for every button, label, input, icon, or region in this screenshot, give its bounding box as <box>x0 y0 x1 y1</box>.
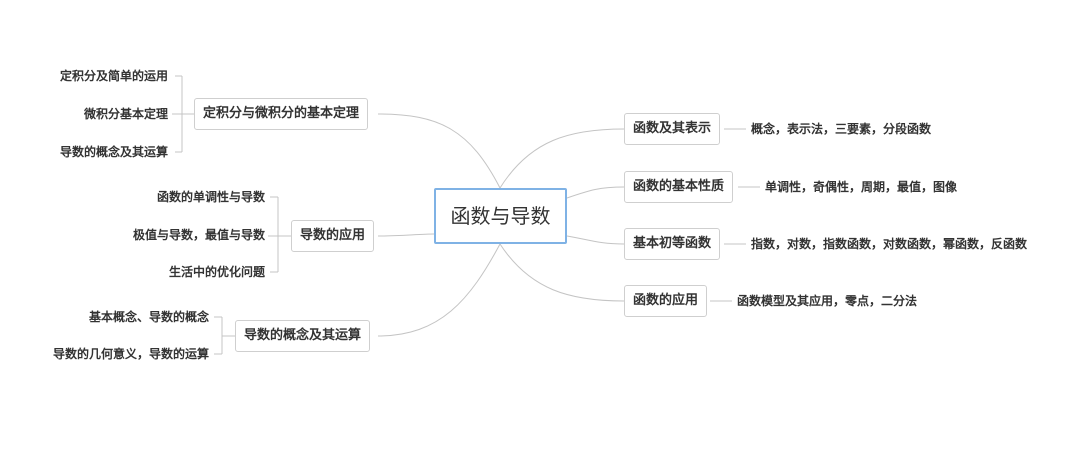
connector-root-calculus <box>377 113 501 189</box>
leaf-application-detail[interactable]: 函数模型及其应用，零点，二分法 <box>737 294 918 308</box>
connector-root-derivative-app <box>377 233 435 237</box>
connector-root-elementary-functions <box>566 235 625 245</box>
leaf-extremum[interactable]: 极值与导数，最值与导数 <box>132 228 265 242</box>
branch-calculus-fundamental-theorem[interactable]: 定积分与微积分的基本定理 <box>194 98 369 130</box>
leaf-elementary-detail[interactable]: 指数，对数，指数函数，对数函数，幂函数，反函数 <box>751 237 1028 251</box>
connector-root-function-properties <box>566 186 625 199</box>
branch-function-properties[interactable]: 函数的基本性质 <box>624 171 734 203</box>
connector-derivative-app-bracket <box>268 196 292 273</box>
branch-function-application[interactable]: 函数的应用 <box>624 285 708 317</box>
leaf-derivative-concept-operation[interactable]: 导数的概念及其运算 <box>59 145 168 159</box>
leaf-definite-integral-application[interactable]: 定积分及简单的运用 <box>59 69 168 83</box>
leaf-optimization[interactable]: 生活中的优化问题 <box>168 265 265 279</box>
connector-derivative-concept-bracket <box>214 316 236 355</box>
leaf-geometric-meaning[interactable]: 导数的几何意义，导数的运算 <box>52 347 209 361</box>
connector-root-derivative-concept <box>377 243 501 337</box>
connector-root-function-application <box>499 243 625 302</box>
leaf-properties-detail[interactable]: 单调性，奇偶性，周期，最值，图像 <box>765 180 958 194</box>
branch-function-representation[interactable]: 函数及其表示 <box>624 113 721 145</box>
leaf-representation-detail[interactable]: 概念，表示法，三要素，分段函数 <box>751 122 932 136</box>
branch-derivative-application[interactable]: 导数的应用 <box>291 220 375 252</box>
leaf-monotonicity[interactable]: 函数的单调性与导数 <box>156 190 265 204</box>
connector-root-function-representation <box>499 128 625 189</box>
root-topic[interactable]: 函数与导数 <box>434 188 567 244</box>
leaf-basic-concepts[interactable]: 基本概念、导数的概念 <box>88 310 209 324</box>
leaf-fundamental-theorem[interactable]: 微积分基本定理 <box>83 107 168 121</box>
branch-derivative-concept[interactable]: 导数的概念及其运算 <box>235 320 371 352</box>
connector-calculus-bracket <box>172 75 195 153</box>
branch-elementary-functions[interactable]: 基本初等函数 <box>624 228 721 260</box>
